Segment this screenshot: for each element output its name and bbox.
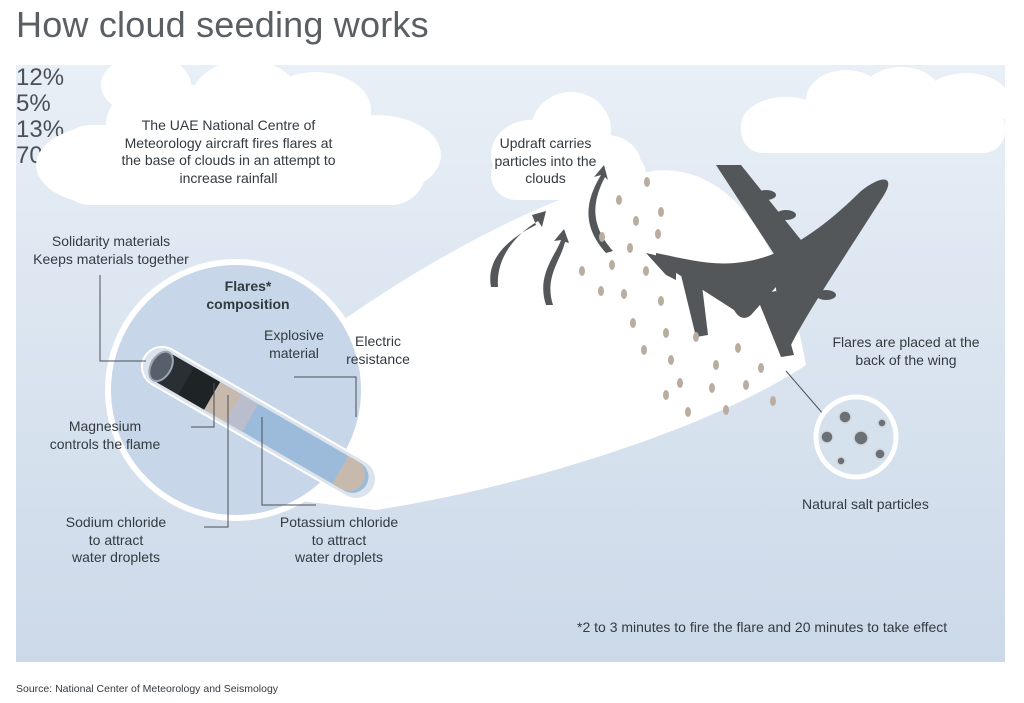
magnesium-percent: 5% xyxy=(16,90,51,117)
sodium-line1: Sodium chloride xyxy=(65,514,167,530)
flare-cylinder xyxy=(140,345,377,500)
solidarity-line1: Solidarity materials xyxy=(51,233,171,249)
wing-text: Flares are placed at the back of the win… xyxy=(832,334,980,368)
airplane xyxy=(646,165,889,357)
solidarity-label: Solidarity materials Keeps materials tog… xyxy=(16,233,206,268)
magnesium-label: Magnesium controls the flame xyxy=(30,418,180,453)
infographic-artwork xyxy=(36,65,1005,528)
updraft-arrow-1 xyxy=(490,211,546,287)
cloud-left xyxy=(36,65,441,205)
potassium-label: Potassium chloride to attract water drop… xyxy=(264,514,414,567)
updraft-arrow-2 xyxy=(543,229,569,305)
solidarity-line2: Keeps materials together xyxy=(33,250,189,267)
particle-dots xyxy=(579,177,776,417)
sodium-label: Sodium chloride to attract water droplet… xyxy=(46,514,186,567)
clouds xyxy=(36,65,1005,205)
flares-heading: Flares* composition xyxy=(206,278,290,312)
intro-text: The UAE National Centre of Meteorology a… xyxy=(121,117,336,186)
page-title: How cloud seeding works xyxy=(16,4,429,45)
leader-lines xyxy=(99,275,357,528)
potassium-line1: Potassium chloride xyxy=(279,514,399,530)
salt-label: Natural salt particles xyxy=(802,496,929,512)
magnesium-line1: Magnesium xyxy=(68,418,142,434)
electric-label: Electric resistance xyxy=(346,333,410,367)
updraft-arrow-3 xyxy=(588,165,613,253)
updraft-arrows xyxy=(490,165,613,305)
infographic-panel: The UAE National Centre of Meteorology a… xyxy=(16,65,1005,662)
salt-pointer-line xyxy=(785,370,825,416)
updraft-text: Updraft carries particles into the cloud… xyxy=(494,135,597,186)
cloud-right xyxy=(741,67,1005,153)
potassium-line3: water droplets xyxy=(295,549,383,565)
solidarity-percent: 12% xyxy=(16,65,65,91)
source-note: Source: National Center of Meteorology a… xyxy=(16,683,279,695)
magnesium-line2: controls the flame xyxy=(49,435,161,452)
sodium-line3: water droplets xyxy=(72,549,160,565)
footnote: *2 to 3 minutes to fire the flare and 20… xyxy=(577,619,948,635)
sodium-line2: to attract xyxy=(88,531,144,548)
potassium-line2: to attract xyxy=(311,531,367,548)
explosive-label: Explosive material xyxy=(264,327,324,361)
salt-particles xyxy=(820,410,887,466)
